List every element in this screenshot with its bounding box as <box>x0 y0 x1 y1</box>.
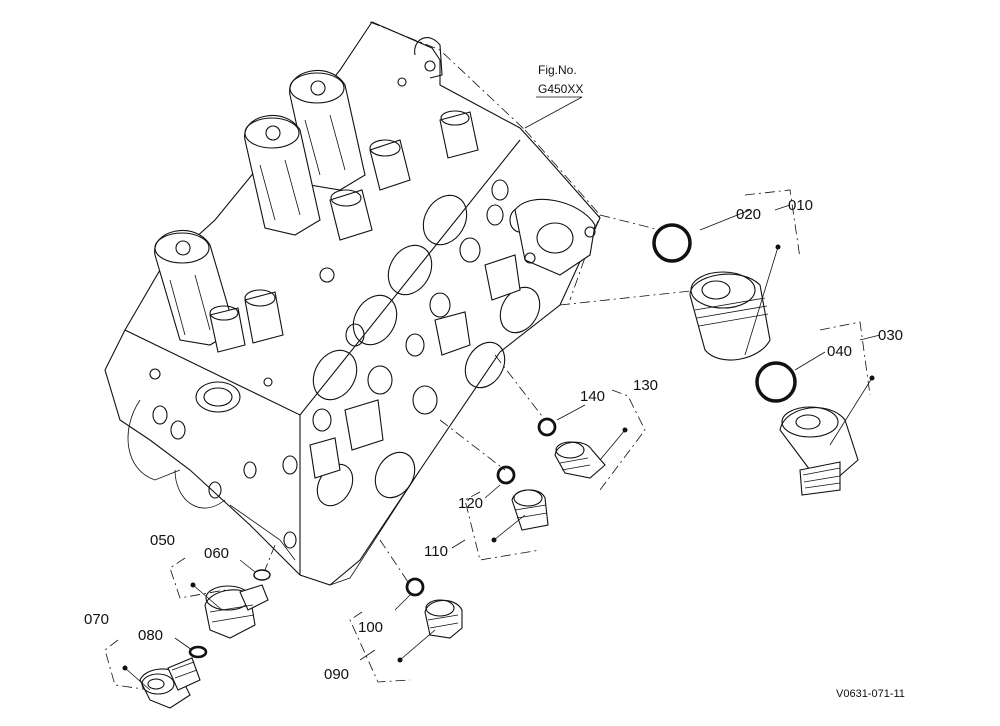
top-spool-housing-1 <box>289 70 366 191</box>
o-ring-060 <box>253 569 271 581</box>
part-group-030: 040 030 <box>755 321 903 496</box>
elbow-fitting-130 <box>554 441 606 479</box>
o-ring-120 <box>496 465 516 485</box>
part-group-050: 050 060 <box>150 532 271 639</box>
part-number-010: 010 <box>788 197 813 214</box>
elbow-fitting-030 <box>779 406 859 496</box>
part-group-070: 070 080 <box>84 611 208 709</box>
o-ring-140 <box>537 417 557 437</box>
part-group-010: 020 010 <box>652 189 813 361</box>
part-number-100: 100 <box>358 619 383 636</box>
o-ring-040 <box>755 361 797 403</box>
elbow-fitting-090 <box>424 599 463 639</box>
o-ring-020 <box>652 223 692 263</box>
top-fitting-a <box>369 139 411 191</box>
o-ring-080 <box>188 645 208 659</box>
part-number-140: 140 <box>580 388 605 405</box>
o-ring-100 <box>405 577 425 597</box>
top-fitting-b <box>329 189 373 241</box>
top-fitting-e <box>209 305 246 353</box>
elbow-fitting-070 <box>139 657 201 709</box>
part-group-130: 140 130 <box>537 377 658 491</box>
part-number-110: 110 <box>424 543 448 560</box>
part-number-060: 060 <box>204 545 229 562</box>
part-number-040: 040 <box>827 343 852 360</box>
part-number-130: 130 <box>633 377 658 394</box>
part-number-120: 120 <box>458 495 483 512</box>
part-number-020: 020 <box>736 206 761 223</box>
figure-label: Fig.No. G450XX <box>524 63 583 129</box>
top-fitting-c <box>439 110 479 159</box>
figure-number: G450XX <box>538 82 583 96</box>
part-group-110: 120 110 <box>424 465 549 561</box>
part-number-090: 090 <box>324 666 349 683</box>
drawing-code: V0631-071-11 <box>836 688 905 700</box>
figure-label-line1: Fig.No. <box>538 63 577 77</box>
part-number-080: 080 <box>138 627 163 644</box>
straight-fitting-110 <box>511 489 549 531</box>
part-number-070: 070 <box>84 611 109 628</box>
adapter-fitting-010 <box>689 271 771 361</box>
part-number-030: 030 <box>878 327 903 344</box>
top-spool-housing-2 <box>244 115 321 236</box>
top-fitting-d <box>244 289 284 344</box>
control-valve-assembly <box>104 21 701 586</box>
part-number-050: 050 <box>150 532 175 549</box>
part-group-090: 100 090 <box>324 577 463 683</box>
adapter-fitting-050 <box>204 584 269 639</box>
